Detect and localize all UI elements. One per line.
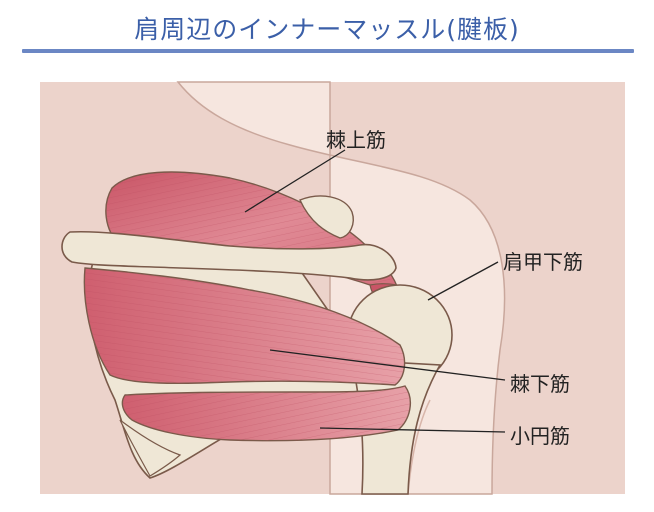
page-title: 肩周辺のインナーマッスル(腱板) xyxy=(134,15,520,44)
scapula-inferior-angle xyxy=(119,419,182,477)
leader-line-subscapularis xyxy=(427,261,499,301)
label-infraspinatus: 棘下筋 xyxy=(510,372,570,396)
leader-line-supraspinatus xyxy=(244,149,346,213)
scapular-spine xyxy=(61,230,397,281)
infraspinatus-fibers xyxy=(84,268,405,385)
title-underline xyxy=(22,49,634,53)
label-subscapularis: 肩甲下筋 xyxy=(503,250,583,274)
clavicle xyxy=(299,195,354,239)
leader-line-infraspinatus xyxy=(269,349,506,381)
teres-minor-fibers xyxy=(122,386,411,441)
label-supraspinatus: 棘上筋 xyxy=(326,128,386,152)
label-teres-minor: 小円筋 xyxy=(510,424,570,448)
leader-line-teres-minor xyxy=(319,427,506,433)
